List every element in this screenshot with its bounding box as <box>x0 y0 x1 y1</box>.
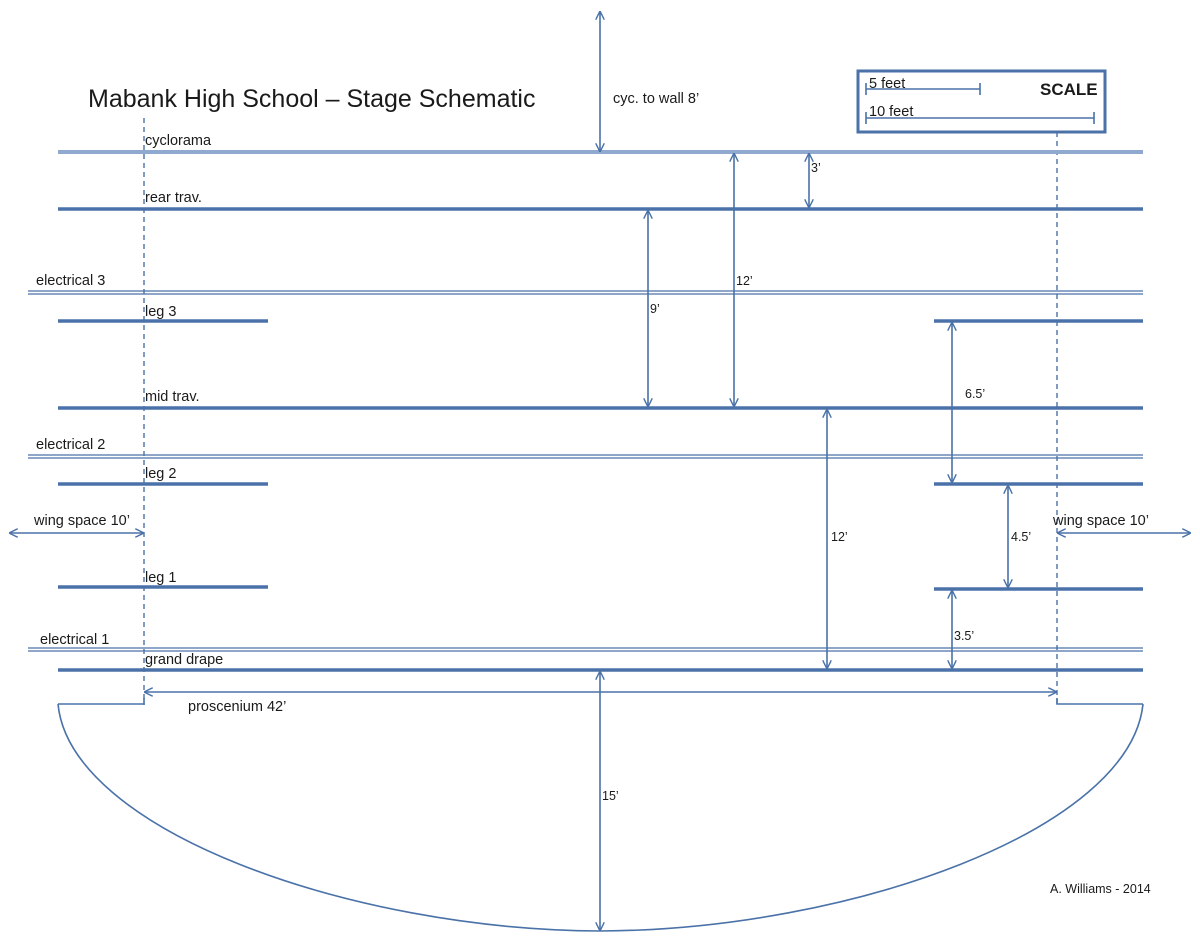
scale-heading: SCALE <box>1040 80 1098 99</box>
diagram-title: Mabank High School – Stage Schematic <box>88 85 535 113</box>
rear-traveler-label: rear trav. <box>145 190 202 206</box>
apron-outline <box>57 698 1144 932</box>
cyc-to-mid-trav-label: 12’ <box>736 274 753 288</box>
wing-space-right-label: wing space 10’ <box>1052 513 1149 529</box>
scale-5ft-label: 5 feet <box>869 76 905 92</box>
wing-space-left-label: wing space 10’ <box>33 513 130 529</box>
leg-3-label: leg 3 <box>145 304 176 320</box>
leg-2-label: leg 2 <box>145 466 176 482</box>
mid-trav-to-grand-drape-label: 12’ <box>831 530 848 544</box>
rear-to-mid-trav-label: 9’ <box>650 302 660 316</box>
grand-drape-label: grand drape <box>145 652 223 668</box>
cyclorama-label: cyclorama <box>145 133 212 149</box>
leg1-to-grand-drape-label: 3.5’ <box>954 629 974 643</box>
scale-legend: SCALE 5 feet 10 feet <box>856 69 1107 134</box>
electrical-3-label: electrical 3 <box>36 273 105 289</box>
author-credit: A. Williams - 2014 <box>1050 882 1151 896</box>
electrical-1-label: electrical 1 <box>40 632 109 648</box>
proscenium-width-label: proscenium 42’ <box>188 699 286 715</box>
apron-depth-label: 15’ <box>602 789 619 803</box>
scale-box <box>856 69 1107 134</box>
electrical-2-label: electrical 2 <box>36 437 105 453</box>
mid-traveler-label: mid trav. <box>145 389 200 405</box>
cyc-to-rear-trav-label: 3’ <box>811 161 821 175</box>
cyc-to-wall-label: cyc. to wall 8’ <box>613 91 699 107</box>
scale-10ft-label: 10 feet <box>869 104 913 120</box>
leg3-to-leg2-label: 6.5’ <box>965 387 985 401</box>
leg2-to-leg1-label: 4.5’ <box>1011 530 1031 544</box>
leg-1-label: leg 1 <box>145 570 176 586</box>
